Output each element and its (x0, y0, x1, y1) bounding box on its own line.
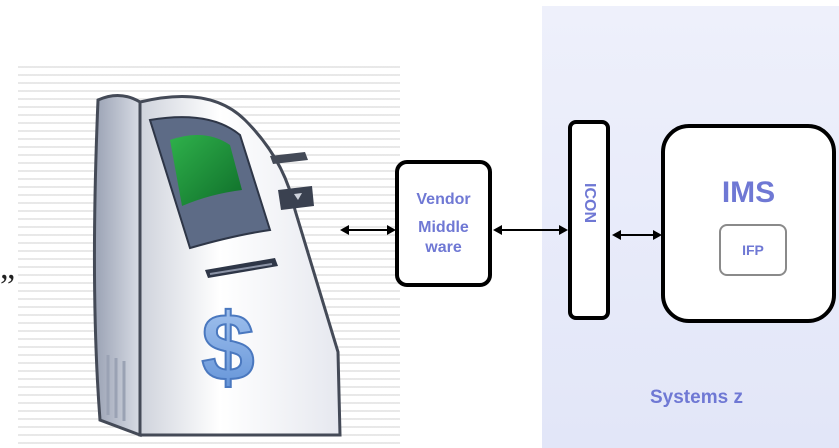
icon-connector-box: ICON (568, 120, 610, 320)
vendor-middleware-box: Vendor Middle ware (395, 160, 492, 287)
vendor-label: Vendor (416, 190, 471, 208)
icon-label: ICON (581, 183, 598, 223)
svg-text:$: $ (201, 294, 254, 401)
ims-label: IMS (721, 176, 776, 209)
ware-label: ware (425, 238, 462, 256)
ims-box: IMS IFP (661, 124, 836, 323)
middle-label: Middle (418, 218, 469, 236)
atm-vendor-double-arrow (340, 225, 396, 235)
quote-mark: ” (0, 268, 16, 305)
systems-z-label: Systems z (650, 387, 743, 408)
icon-ims-double-arrow (612, 230, 662, 240)
atm-machine-icon: $ (92, 94, 342, 438)
ifp-label: IFP (742, 242, 764, 258)
vendor-icon-double-arrow (493, 225, 568, 235)
ifp-box: IFP (719, 224, 787, 276)
